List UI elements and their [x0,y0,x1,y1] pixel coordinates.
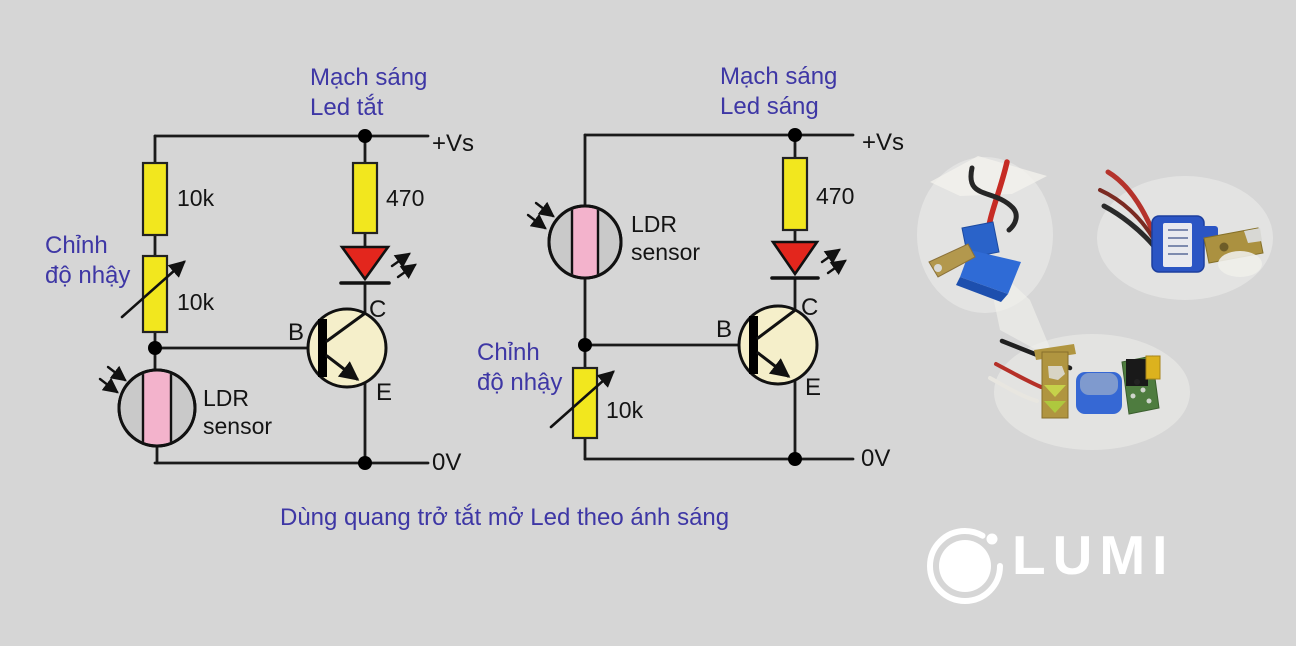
led-light-arrow [820,248,841,265]
ground-label: 0V [861,445,891,472]
left-circuit-title: Mạch sáng Led tắt [310,63,427,123]
potentiometer-value: 10k [177,289,215,315]
resistor-value: 10k [177,185,215,211]
potentiometer-arrow [120,260,186,319]
title-line1: Mạch sáng [720,63,838,90]
red-wire [1105,169,1156,235]
junction-dot [148,341,162,355]
resistor-470 [781,156,809,232]
dark-wire [1098,188,1155,240]
base-pin-label: B [288,319,305,346]
photo-light-sensor-switch-1 [917,156,1055,360]
ldr-sensor-label: LDR sensor [203,385,273,440]
red-wire [994,362,1043,389]
black-wire [1101,203,1156,248]
resistor-470 [351,161,379,235]
black-wire [968,165,1019,233]
lumi-orbit-icon [927,528,1003,604]
light-in-arrow [534,201,555,218]
sensitivity-adjust-label: Chỉnh độ nhậy [45,232,131,289]
ldr-sensor-symbol [98,365,197,448]
led-light-arrow [826,259,847,276]
lumi-logo-wordmark: LUMI [1012,524,1175,586]
middle-circuit-title: Mạch sáng Led sáng [720,62,837,122]
resistor-value: 470 [816,183,855,209]
resistor-10k [141,161,169,237]
collector-pin-label: C [369,296,387,323]
led-light-arrow [390,252,411,269]
title-line2: Led tắt [310,94,384,121]
emitter-pin-label: E [376,379,393,406]
photo-light-sensor-switch-2 [1097,169,1273,300]
circuit-left [98,129,430,470]
light-in-arrow [106,365,127,382]
junction-dot [358,129,372,143]
photo-sensor-disassembled [988,334,1190,450]
emitter-pin-label: E [805,374,822,401]
transistor-npn [737,304,819,386]
circuit-middle [526,128,855,466]
emitter-arrow [756,351,791,378]
relay [1126,359,1148,386]
light-in-arrow [98,377,119,394]
ldr-sensor-label: LDR sensor [631,211,701,266]
supply-label: +Vs [432,130,475,157]
transistor-npn [306,307,388,389]
collector-pin-label: C [801,294,819,321]
led-symbol [339,245,417,285]
yellow-capacitor [1145,355,1161,380]
title-line2: Led sáng [720,93,819,120]
potentiometer-value: 10k [606,397,644,423]
ldr-sensor-symbol [526,201,623,280]
emitter-arrow [325,354,360,381]
base-pin-label: B [716,316,733,343]
junction-dot [788,452,802,466]
led-symbol [770,240,847,280]
sensitivity-adjust-label: Chỉnh độ nhậy [477,339,563,396]
potentiometer-arrow [549,370,615,429]
white-wire [988,376,1039,403]
ground-label: 0V [432,449,462,476]
figure-caption: Dùng quang trở tắt mở Led theo ánh sáng [280,504,730,531]
title-line1: Mạch sáng [310,64,428,91]
led-light-arrow [396,263,417,280]
junction-dot [788,128,802,142]
junction-dot [358,456,372,470]
product-label [1163,223,1192,267]
resistor-value: 470 [386,185,425,211]
light-in-arrow [526,213,547,230]
supply-label: +Vs [862,129,905,156]
junction-dot [578,338,592,352]
blue-sensor-body [960,250,1021,294]
